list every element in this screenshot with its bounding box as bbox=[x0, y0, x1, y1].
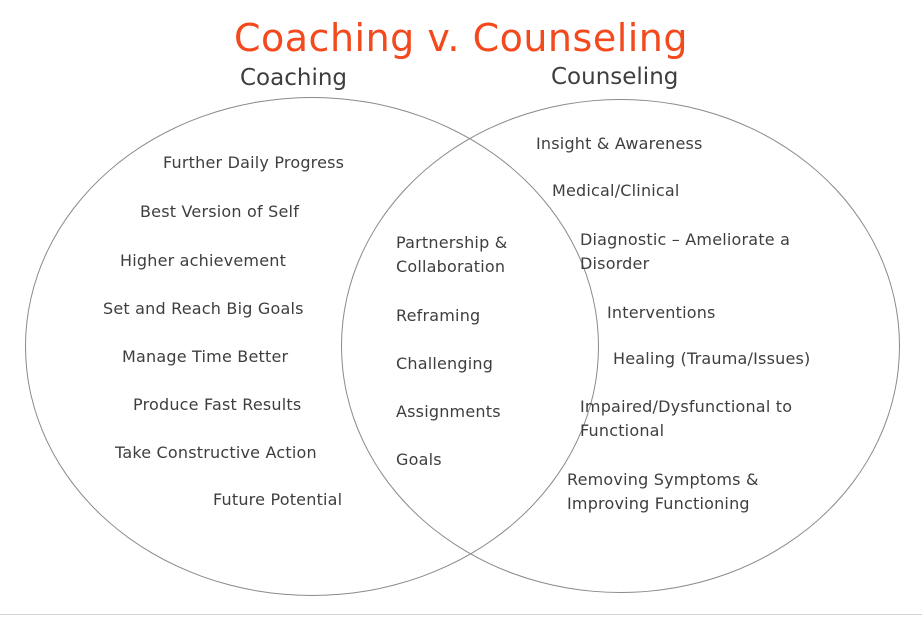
page-title: Coaching v. Counseling bbox=[233, 16, 689, 60]
venn-item-right: Insight & Awareness bbox=[536, 134, 703, 153]
venn-item-right: Medical/Clinical bbox=[552, 181, 680, 200]
left-circle-label: Coaching bbox=[240, 65, 348, 91]
venn-item-right: Healing (Trauma/Issues) bbox=[613, 349, 811, 368]
venn-item-overlap: Partnership & Collaboration bbox=[396, 233, 508, 276]
venn-item-right: Interventions bbox=[607, 303, 716, 322]
venn-item-overlap: Challenging bbox=[396, 354, 494, 373]
venn-item-left: Manage Time Better bbox=[122, 347, 289, 366]
venn-item-right: Diagnostic – Ameliorate a Disorder bbox=[580, 230, 791, 273]
venn-item-right: Impaired/Dysfunctional to Functional bbox=[580, 397, 793, 440]
right-circle bbox=[341, 99, 900, 593]
venn-item-left: Produce Fast Results bbox=[133, 395, 302, 414]
venn-item-overlap: Assignments bbox=[396, 402, 501, 421]
right-circle-label: Counseling bbox=[551, 64, 679, 90]
venn-item-right: Removing Symptoms & Improving Functionin… bbox=[567, 470, 759, 513]
venn-item-left: Best Version of Self bbox=[140, 202, 300, 221]
bottom-divider bbox=[0, 614, 922, 615]
venn-item-overlap: Reframing bbox=[396, 306, 481, 325]
venn-item-left: Future Potential bbox=[213, 490, 343, 509]
venn-item-left: Set and Reach Big Goals bbox=[103, 299, 304, 318]
venn-item-left: Higher achievement bbox=[120, 251, 287, 270]
venn-item-left: Take Constructive Action bbox=[115, 443, 317, 462]
venn-item-overlap: Goals bbox=[396, 450, 442, 469]
venn-item-left: Further Daily Progress bbox=[163, 153, 345, 172]
